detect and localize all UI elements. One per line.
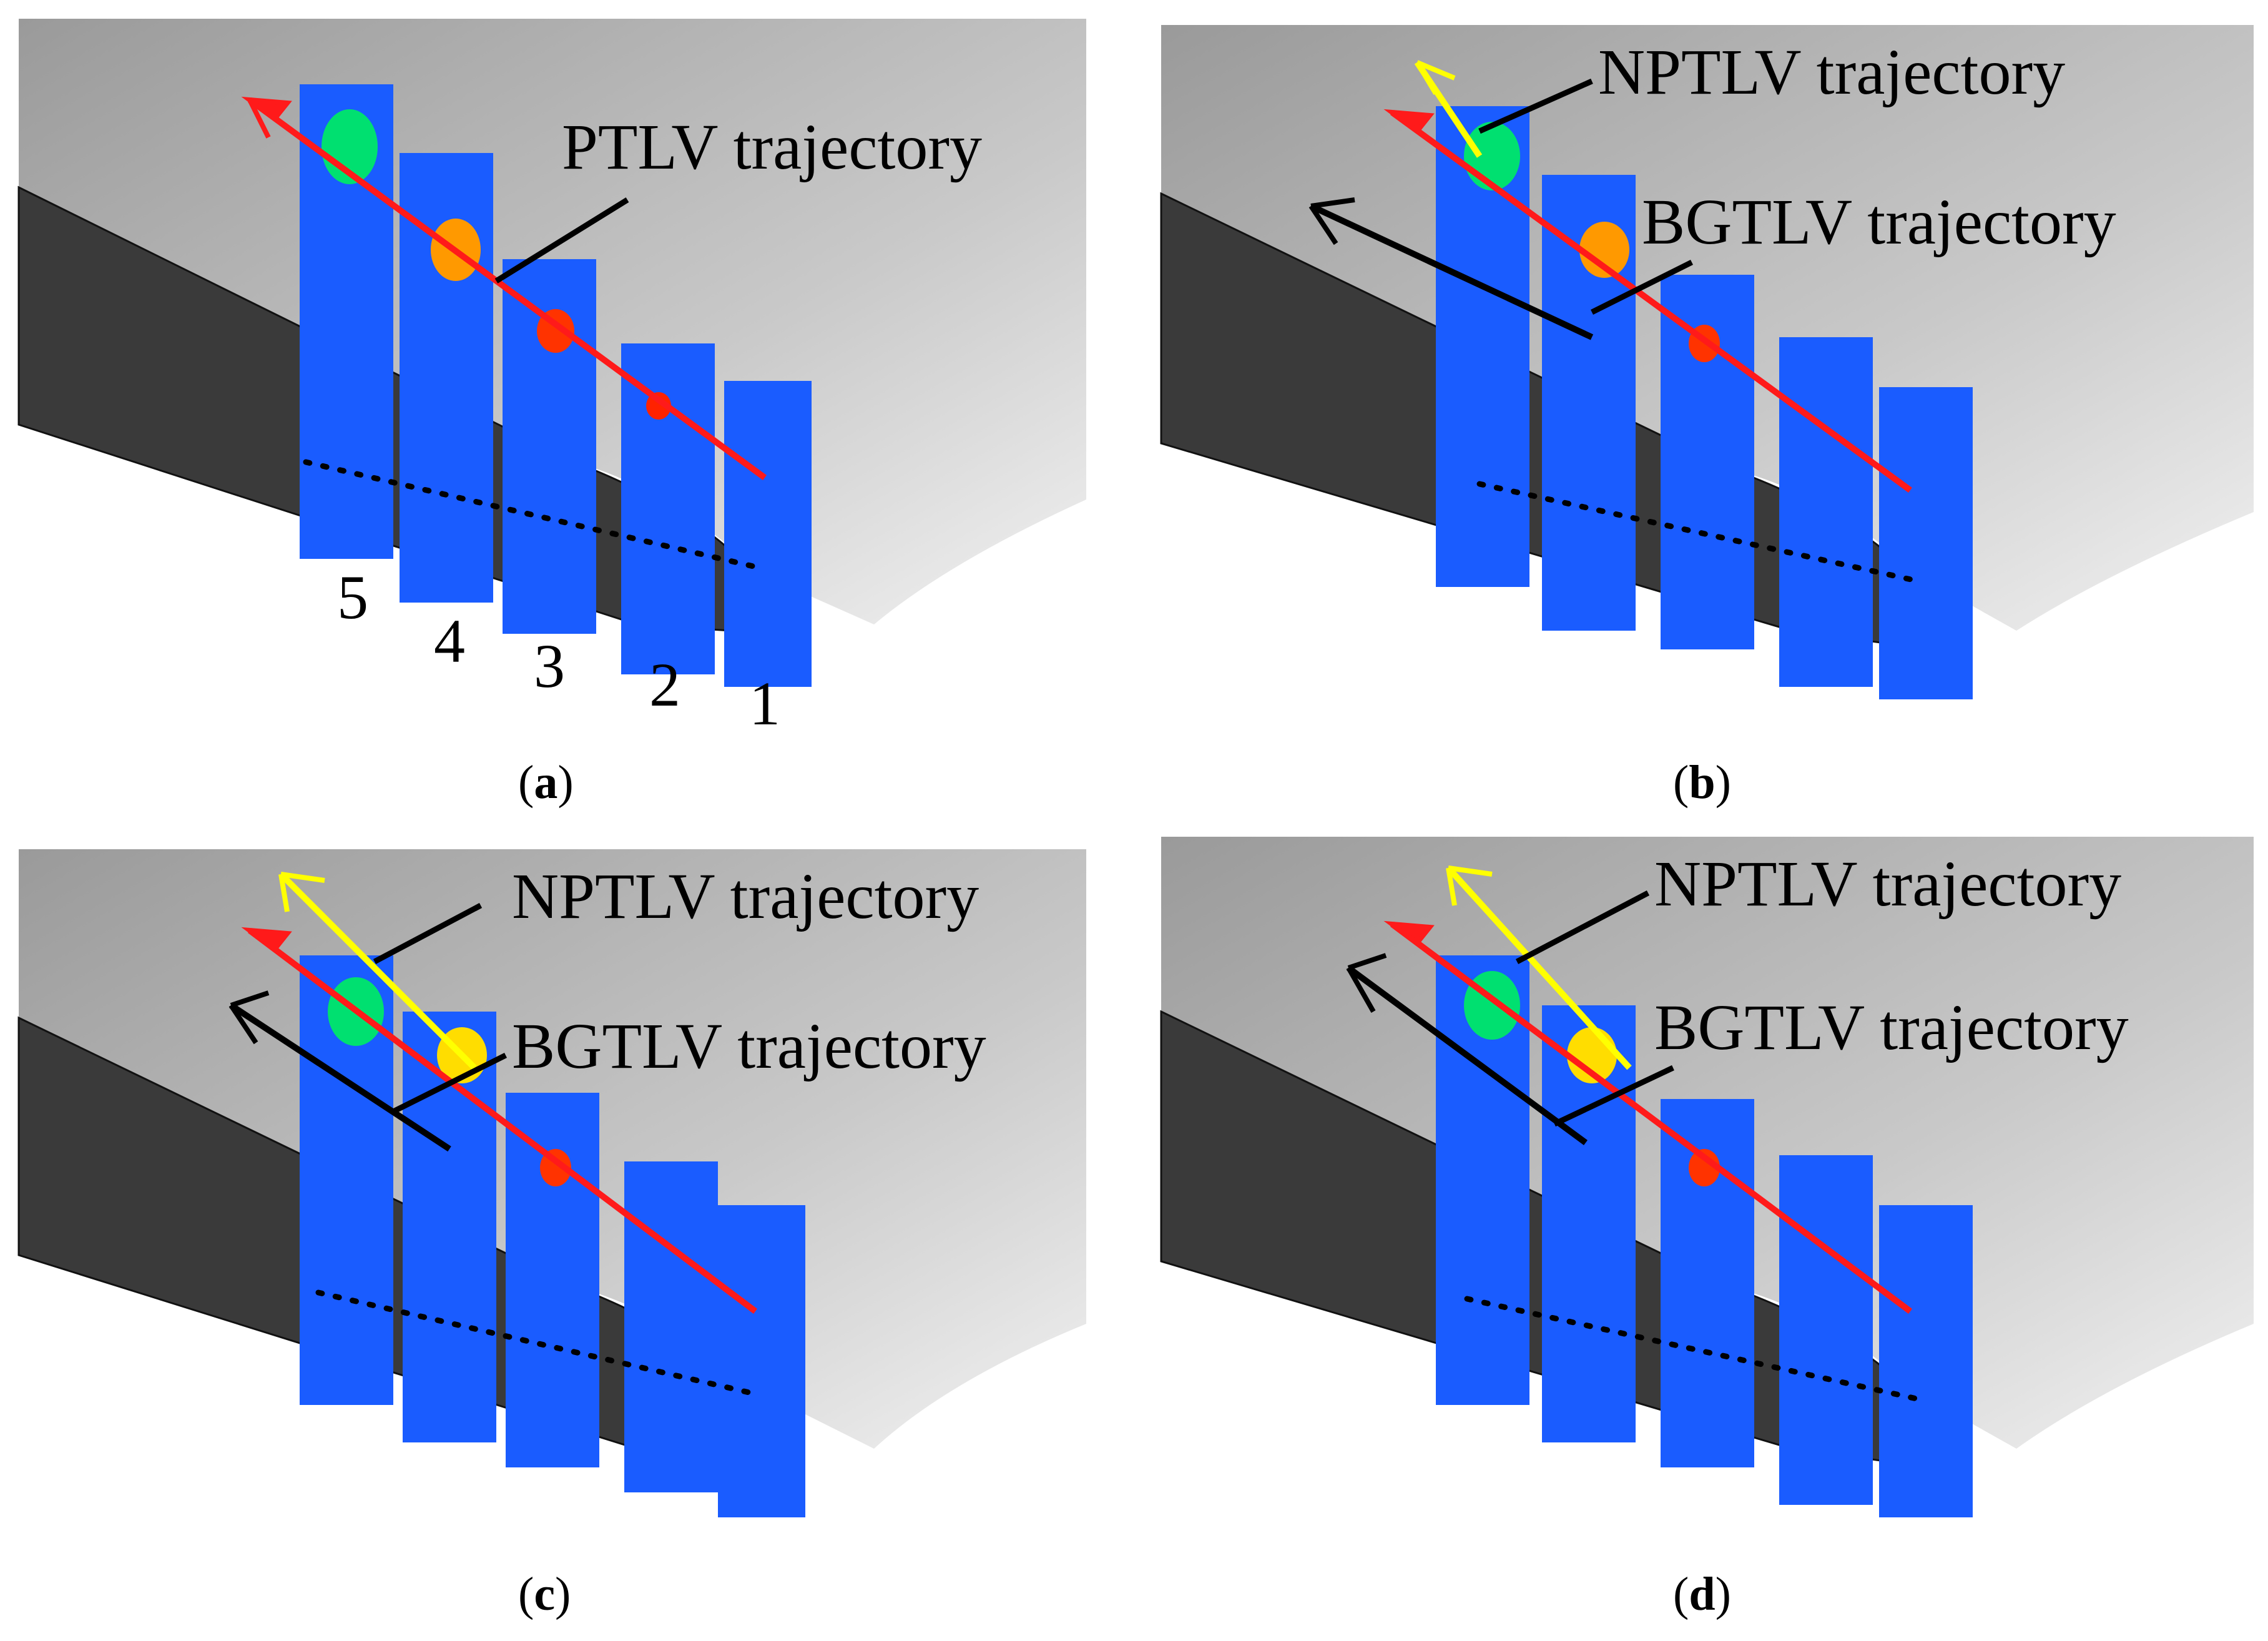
bgtlv-trajectory-line — [1309, 203, 1594, 340]
bgtlv-arrow-head — [1308, 197, 1355, 245]
label-nptlv-trajectory: NPTLV trajectory — [1598, 36, 2065, 108]
ptlv-arrow-head — [1383, 109, 1435, 135]
caption-b: (b) — [1673, 756, 1731, 809]
contour-plane-1 — [718, 1205, 805, 1517]
leader-line-bgtlv — [391, 1052, 508, 1115]
contour-plane-1 — [724, 381, 812, 687]
leader-line-ptlv — [494, 197, 629, 283]
leader-line-nptlv — [1515, 890, 1650, 964]
section-number-4: 4 — [434, 606, 465, 676]
ptlv-trajectory-line — [247, 928, 758, 1314]
contour-planes — [300, 84, 812, 687]
nptlv-arrow-head — [278, 872, 325, 912]
leader-line-bgtlv — [1590, 259, 1694, 315]
bgtlv-arrow-head — [1346, 953, 1387, 1013]
contour-plane-3 — [506, 1093, 599, 1467]
panel-c-figure: NPTLV trajectory BGTLV trajectory — [17, 849, 1086, 1517]
contour-plane-1 — [1879, 1205, 1973, 1517]
bgtlv-trajectory-line — [1347, 965, 1588, 1146]
section-number-5: 5 — [337, 563, 368, 632]
section-number-1: 1 — [749, 669, 780, 738]
section-number-3: 3 — [534, 631, 565, 701]
vortex-core-3 — [1689, 1149, 1720, 1186]
bgtlv-arrow-head — [228, 990, 270, 1045]
caption-c: (c) — [518, 1568, 571, 1620]
leader-line-nptlv — [373, 903, 483, 964]
panel-d: NPTLV trajectory BGTLV trajectory — [1155, 830, 2254, 1517]
contour-planes — [1436, 106, 1973, 699]
label-bgtlv-trajectory: BGTLV trajectory — [1642, 186, 2116, 258]
vortex-core-4 — [1579, 222, 1629, 278]
contour-plane-2 — [1779, 337, 1873, 687]
ptlv-trajectory-line — [248, 97, 767, 481]
label-nptlv-trajectory: NPTLV trajectory — [1654, 848, 2121, 920]
dotted-line — [1476, 481, 1920, 584]
nptlv-arrow-head — [1446, 865, 1493, 906]
label-bgtlv-trajectory: BGTLV trajectory — [512, 1010, 986, 1082]
panel-b-figure: NPTLV trajectory BGTLV trajectory — [1160, 25, 2254, 699]
label-bgtlv-trajectory: BGTLV trajectory — [1654, 992, 2129, 1063]
panel-c: NPTLV trajectory BGTLV trajectory — [12, 830, 1086, 1517]
ptlv-arrow-head — [1383, 920, 1435, 947]
nptlv-arrow-head — [1415, 60, 1456, 96]
panel-d-figure: NPTLV trajectory BGTLV trajectory — [1160, 837, 2254, 1517]
vortex-core-5 — [1464, 122, 1520, 190]
section-number-2: 2 — [649, 650, 680, 719]
leader-line-nptlv — [1478, 78, 1593, 134]
ptlv-arrow-head — [241, 927, 292, 953]
bgtlv-trajectory-line — [229, 1002, 451, 1152]
ptlv-trajectory-line — [1390, 109, 1912, 493]
nptlv-trajectory-line — [1446, 865, 1632, 1070]
dotted-line — [315, 1289, 752, 1396]
leader-line-bgtlv — [1553, 1065, 1674, 1127]
ptlv-trajectory-line — [1390, 921, 1912, 1314]
dotted-line — [1464, 1296, 1920, 1402]
caption-d: (d) — [1673, 1568, 1731, 1620]
panel-b: NPTLV trajectory BGTLV trajectory — [1155, 12, 2254, 699]
label-nptlv-trajectory: NPTLV trajectory — [512, 860, 979, 932]
nptlv-trajectory-line — [278, 872, 477, 1070]
panel-a: PTLV trajectory 5 4 3 2 1 — [12, 12, 1086, 738]
caption-a: (a) — [518, 756, 574, 809]
panel-a-figure: PTLV trajectory 5 4 3 2 1 — [17, 19, 1086, 738]
contour-plane-1 — [1879, 387, 1973, 699]
ptlv-arrow-head — [241, 96, 292, 139]
contour-plane-2 — [1779, 1155, 1873, 1505]
dotted-line — [303, 459, 765, 571]
label-ptlv-trajectory: PTLV trajectory — [562, 111, 982, 183]
contour-plane-2 — [624, 1161, 718, 1492]
contour-plane-2 — [621, 343, 715, 674]
